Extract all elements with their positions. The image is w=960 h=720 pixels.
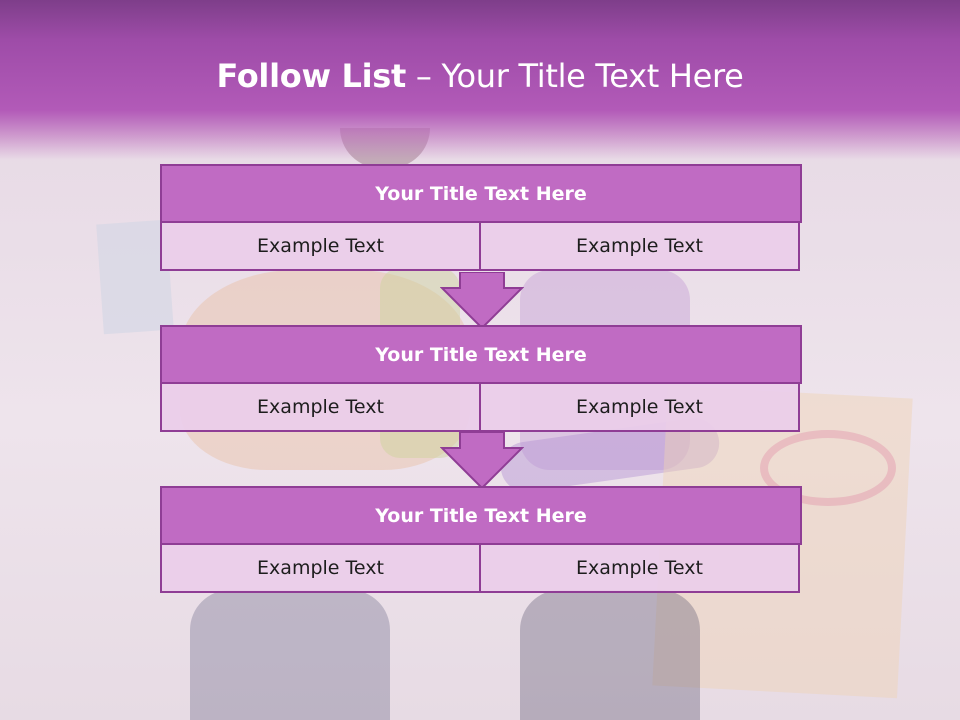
slide-title-rest: Your Title Text Here bbox=[441, 57, 744, 95]
down-arrow-icon bbox=[440, 432, 524, 488]
block-cell-left: Example Text bbox=[160, 543, 481, 593]
slide-title: Follow List – Your Title Text Here bbox=[0, 57, 960, 95]
block-cell-right: Example Text bbox=[479, 543, 800, 593]
block-cell-right: Example Text bbox=[479, 221, 800, 271]
slide-title-bold: Follow List bbox=[216, 57, 407, 95]
block-cell-left: Example Text bbox=[160, 221, 481, 271]
background-legs-left bbox=[190, 590, 390, 720]
background-legs-right bbox=[520, 590, 700, 720]
background-ribbon bbox=[760, 430, 896, 506]
header-band bbox=[0, 0, 960, 160]
slide-title-dash: – bbox=[406, 57, 442, 95]
block-title: Your Title Text Here bbox=[160, 486, 802, 545]
down-arrow-icon bbox=[440, 272, 524, 328]
block-title: Your Title Text Here bbox=[160, 164, 802, 223]
block-title: Your Title Text Here bbox=[160, 325, 802, 384]
block-cell-right: Example Text bbox=[479, 382, 800, 432]
block-cell-left: Example Text bbox=[160, 382, 481, 432]
